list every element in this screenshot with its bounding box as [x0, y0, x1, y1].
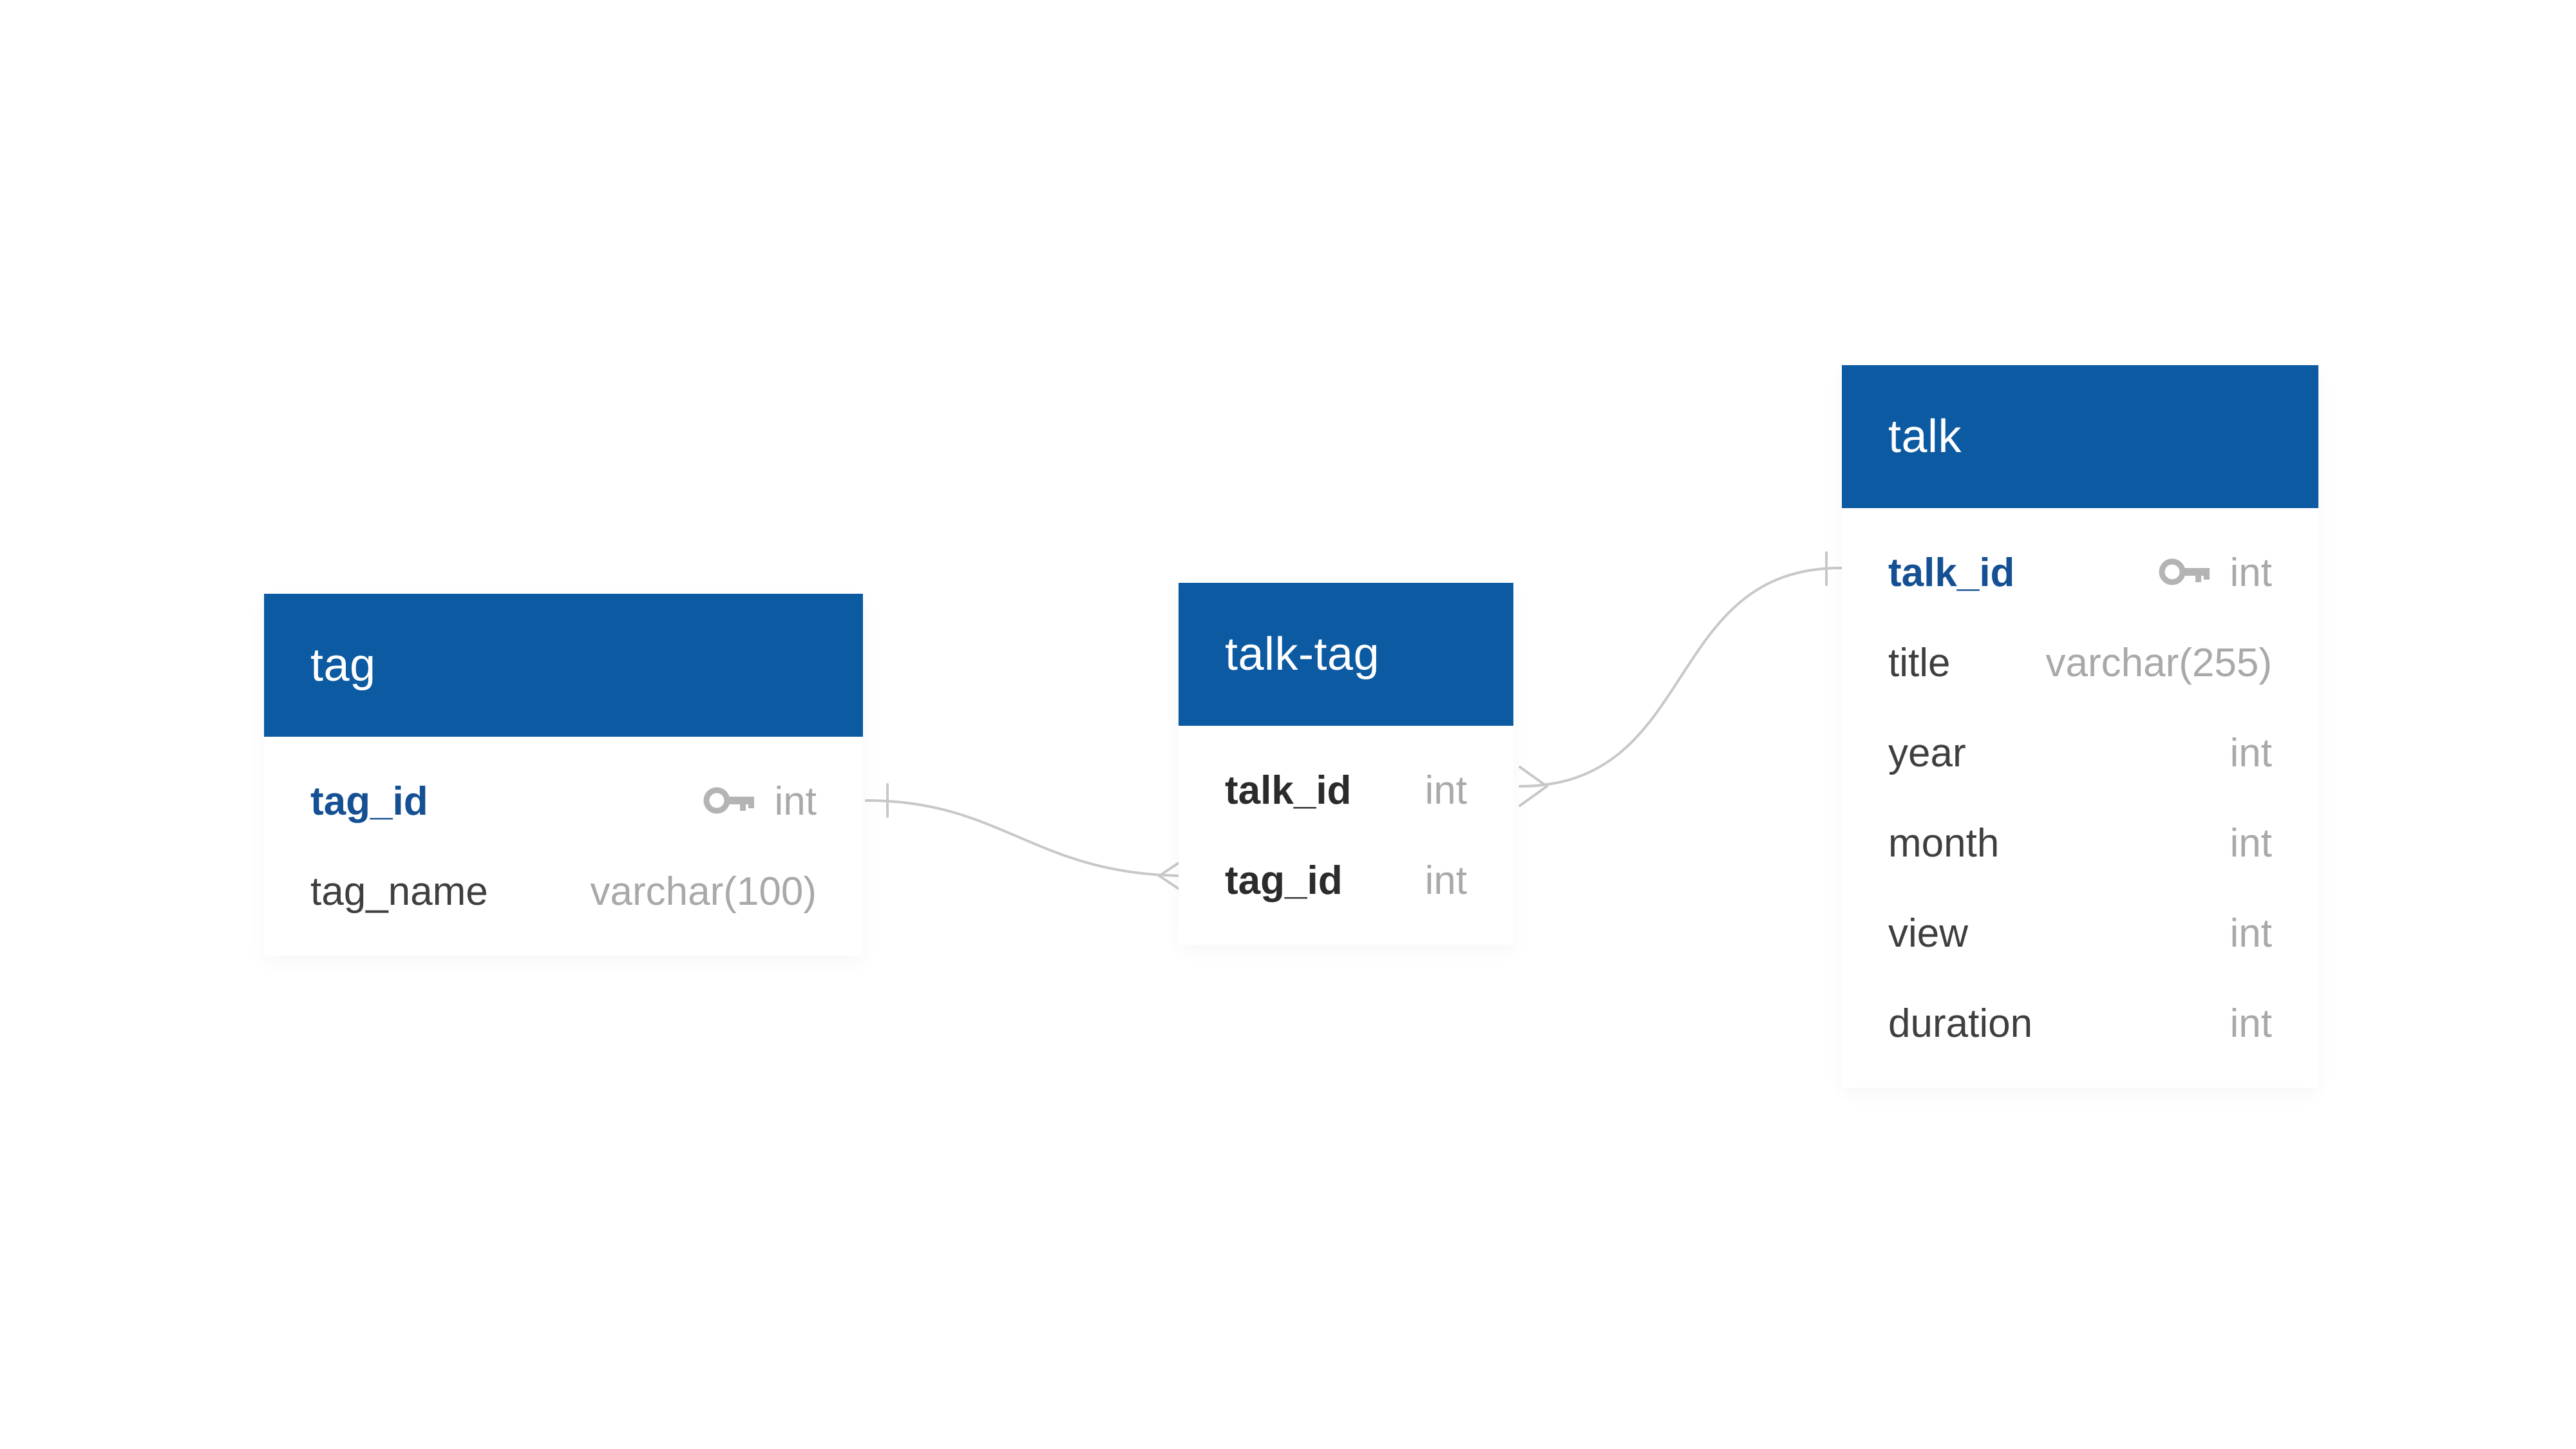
table-body-tag: tag_id int tag_name varchar(100): [264, 737, 863, 956]
column-name: year: [1888, 730, 1966, 775]
table-title: tag: [310, 639, 376, 691]
key-icon: [703, 787, 754, 814]
column-type: int: [2230, 1001, 2272, 1046]
table-header-talk-tag[interactable]: talk-tag: [1179, 583, 1513, 726]
column-type: int: [1425, 768, 1467, 813]
table-talk-tag[interactable]: talk-tag talk_id int tag_id int: [1179, 583, 1513, 945]
column-row-title[interactable]: title varchar(255): [1842, 618, 2318, 708]
column-type: int: [2230, 730, 2272, 775]
table-title: talk-tag: [1225, 629, 1380, 680]
column-row-tag-id[interactable]: tag_id int: [1179, 835, 1513, 925]
column-name: tag_id: [310, 779, 428, 824]
column-type: int: [2230, 911, 2272, 956]
column-row-tag-name[interactable]: tag_name varchar(100): [264, 846, 863, 936]
table-title: talk: [1888, 411, 1962, 462]
column-name: duration: [1888, 1001, 2033, 1046]
column-name: tag_id: [1225, 858, 1343, 903]
column-row-duration[interactable]: duration int: [1842, 978, 2318, 1068]
column-row-year[interactable]: year int: [1842, 708, 2318, 798]
column-type: int: [1425, 858, 1467, 903]
column-row-view[interactable]: view int: [1842, 888, 2318, 978]
column-name: tag_name: [310, 869, 488, 914]
table-body-talk-tag: talk_id int tag_id int: [1179, 726, 1513, 945]
column-row-talk-id[interactable]: talk_id int: [1842, 527, 2318, 618]
column-row-tag-id[interactable]: tag_id int: [264, 756, 863, 846]
column-type: int: [2230, 820, 2272, 866]
table-tag[interactable]: tag tag_id int tag_name varchar(100): [264, 594, 863, 956]
table-body-talk: talk_id int title varchar(255) year in: [1842, 508, 2318, 1088]
column-type: int: [2230, 550, 2272, 595]
many-marker-talk-tag-talk-id: [1519, 766, 1548, 807]
column-type: varchar(255): [2045, 640, 2272, 685]
column-type: varchar(100): [590, 869, 817, 914]
column-name: talk_id: [1888, 550, 2015, 595]
key-icon: [2159, 558, 2210, 585]
column-name: title: [1888, 640, 1951, 685]
column-name: month: [1888, 820, 2000, 866]
table-header-tag[interactable]: tag: [264, 594, 863, 737]
relation-line-tag-to-talk-tag: [865, 799, 1189, 877]
column-type: int: [774, 779, 817, 824]
column-name: view: [1888, 911, 1969, 956]
relation-line-talk-tag-to-talk: [1519, 566, 1843, 788]
column-name: talk_id: [1225, 768, 1352, 813]
column-row-talk-id[interactable]: talk_id int: [1179, 745, 1513, 835]
column-row-month[interactable]: month int: [1842, 798, 2318, 888]
table-talk[interactable]: talk talk_id int title varchar(255): [1842, 365, 2318, 1088]
table-header-talk[interactable]: talk: [1842, 365, 2318, 508]
